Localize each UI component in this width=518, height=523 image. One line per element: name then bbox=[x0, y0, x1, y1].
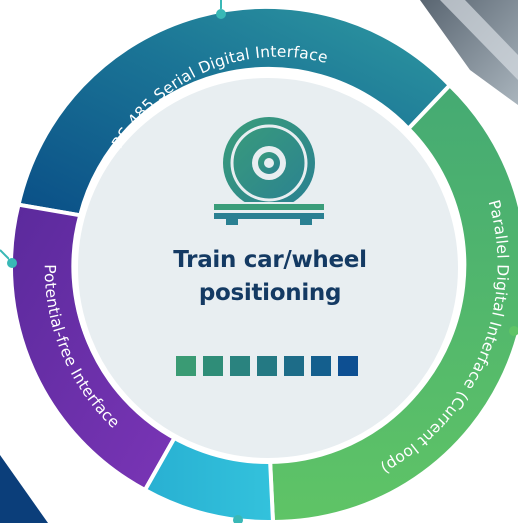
connector-dot-right bbox=[509, 326, 518, 336]
segment-parallel bbox=[268, 83, 518, 523]
color-square bbox=[176, 356, 196, 376]
train-wheel-icon bbox=[214, 117, 324, 225]
color-square bbox=[257, 356, 277, 376]
color-square bbox=[338, 356, 358, 376]
color-squares bbox=[176, 356, 358, 376]
center-title: Train car/wheel positioning bbox=[130, 244, 410, 310]
color-square bbox=[311, 356, 331, 376]
connector-dot-bottom bbox=[233, 515, 243, 523]
color-square bbox=[230, 356, 250, 376]
color-square bbox=[284, 356, 304, 376]
center-title-line1: Train car/wheel bbox=[173, 247, 367, 273]
segment-rs485 bbox=[16, 4, 452, 218]
connector-dot-left bbox=[7, 258, 17, 268]
center-disc bbox=[72, 72, 464, 464]
connector-dot-top bbox=[216, 9, 226, 19]
center-title-line2: positioning bbox=[198, 280, 342, 306]
color-square bbox=[203, 356, 223, 376]
